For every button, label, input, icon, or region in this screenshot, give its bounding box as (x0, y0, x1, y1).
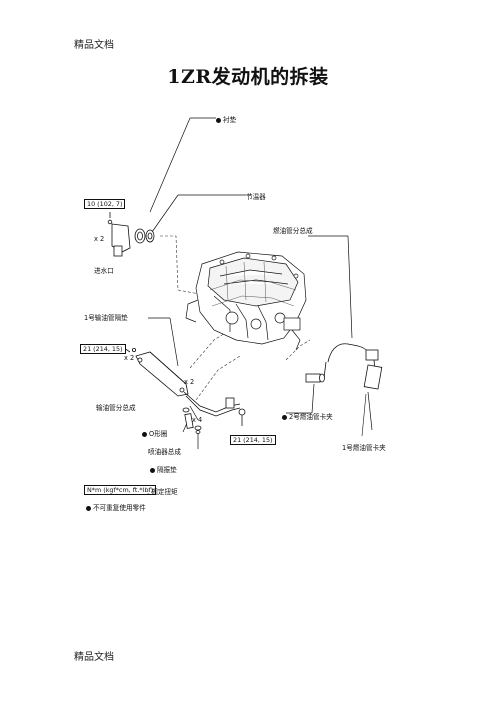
legend-nonreusable: 不可重复使用零件 (86, 502, 146, 512)
watermark-top: 精品文档 (74, 40, 114, 51)
label-o-ring: O形圈 (142, 428, 167, 438)
torque-spec-3: 21 (214, 15) (230, 435, 276, 445)
qty-x2-spacer: x 2 (184, 378, 195, 386)
nonreusable-dot-icon (282, 414, 287, 420)
engine-block (185, 251, 307, 351)
nonreusable-dot-icon (216, 117, 221, 123)
nonreusable-dot-icon (150, 467, 155, 473)
label-insulator: 隔振垫 (150, 464, 177, 474)
nonreusable-dot-icon (142, 431, 147, 437)
label-water-inlet: 进水口 (94, 267, 114, 275)
watermark-bottom: 精品文档 (74, 652, 114, 663)
page-title: 1ZR发动机的拆装 (167, 66, 329, 88)
legend-torque-desc: : 规定扭矩 (147, 488, 178, 496)
label-gasket: 衬垫 (216, 114, 236, 124)
qty-x4-injector: x 4 (192, 416, 203, 424)
torque-spec-1: 10 (102, 7) (84, 199, 126, 209)
label-delivery-spacer: 1号输油管隔垫 (84, 314, 128, 322)
label-injector-assy: 喷油器总成 (148, 448, 181, 456)
label-clamp-2: 2号燃油管卡夹 (282, 411, 333, 421)
qty-x2-inlet: x 2 (94, 235, 105, 243)
legend-torque-unit: N*m (kgf*cm, ft.*lbf) (84, 485, 157, 495)
label-clamp-1: 1号燃油管卡夹 (342, 444, 386, 452)
label-fuel-tube-assy: 燃油管分总成 (273, 227, 313, 235)
qty-x2-pipe-bolts: x 2 (124, 354, 135, 362)
nonreusable-dot-icon (86, 505, 91, 511)
label-delivery-pipe-assy: 输油管分总成 (96, 404, 136, 412)
label-thermostat: 节温器 (246, 193, 266, 201)
torque-spec-2: 21 (214, 15) (80, 344, 126, 354)
